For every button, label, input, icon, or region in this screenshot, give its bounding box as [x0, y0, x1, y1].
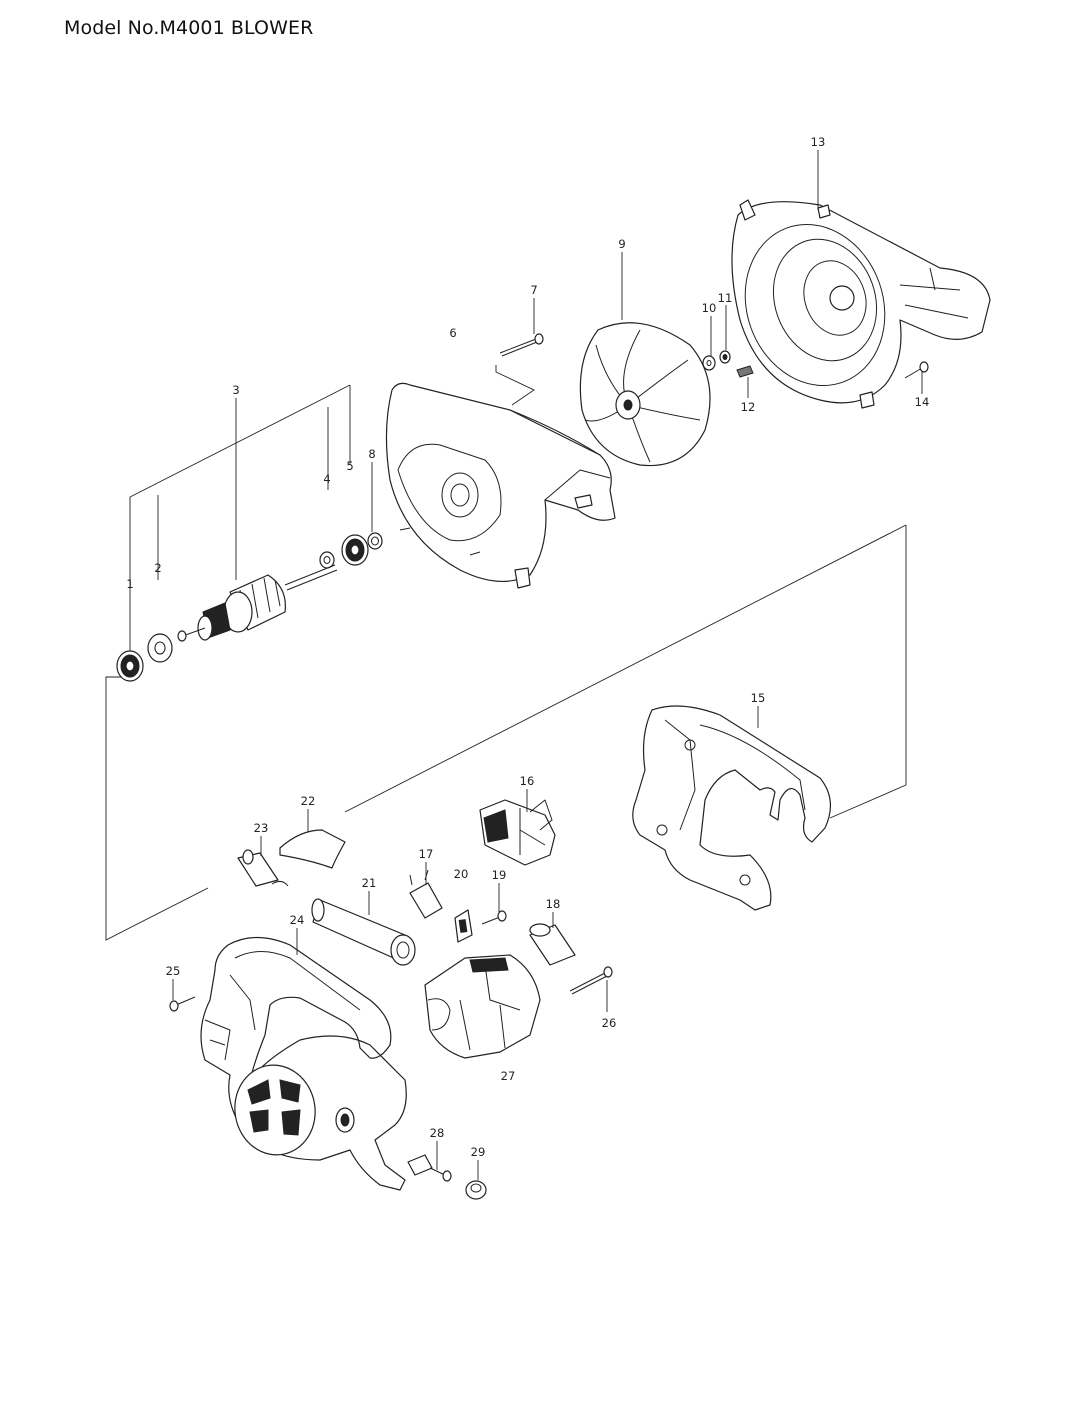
part-5-ball-bearing: [341, 534, 369, 566]
part-14-screw: [904, 361, 929, 379]
label-part-20: 20: [454, 867, 469, 881]
label-part-7: 7: [530, 283, 537, 297]
label-part-26: 26: [602, 1016, 617, 1030]
label-part-8: 8: [368, 447, 375, 461]
label-part-17: 17: [419, 847, 434, 861]
part-26-screw: [569, 966, 613, 995]
label-part-6: 6: [449, 326, 456, 340]
label-part-10: 10: [702, 301, 717, 315]
part-25-screw: [169, 996, 196, 1012]
part-9-fan-impeller: [579, 322, 711, 467]
label-part-2: 2: [154, 561, 161, 575]
label-part-1: 1: [126, 577, 133, 591]
label-part-14: 14: [915, 395, 930, 409]
label-part-18: 18: [546, 897, 561, 911]
part-13-fan-cover: [731, 199, 991, 409]
part-7-screw: [499, 333, 544, 357]
leader-lines: [172, 150, 923, 1180]
label-part-15: 15: [751, 691, 766, 705]
part-23-noise-suppressor: [237, 849, 289, 887]
label-part-5: 5: [346, 459, 353, 473]
label-part-16: 16: [520, 774, 535, 788]
part-15-housing-half: [632, 705, 831, 911]
parts-10-11-12-washer-nut-key: [702, 350, 754, 378]
part-6-fan-housing: [385, 382, 616, 589]
part-2-washer: [147, 633, 173, 663]
label-part-11: 11: [718, 291, 733, 305]
part-29-cap: [465, 1180, 487, 1200]
part-4-washer: [319, 551, 335, 569]
label-part-19: 19: [492, 868, 507, 882]
label-part-27: 27: [501, 1069, 516, 1083]
part-8-retaining-ring: [367, 532, 383, 550]
part-3-armature: [177, 564, 338, 642]
label-part-28: 28: [430, 1126, 445, 1140]
label-part-24: 24: [290, 913, 305, 927]
label-part-4: 4: [323, 472, 330, 486]
label-part-29: 29: [471, 1145, 486, 1159]
part-28-switch-lever: [407, 1154, 452, 1182]
assembly-guide-lines: [105, 365, 907, 941]
part-number-labels: 1 2 3 4 5 6 7 8 9 10 11 12 13 14 15 16 1…: [126, 135, 929, 1159]
part-1-ball-bearing: [116, 650, 144, 682]
part-20-brush-holder: [454, 909, 473, 943]
label-part-9: 9: [618, 237, 625, 251]
page-title: Model No.M4001 BLOWER: [64, 17, 314, 39]
part-19-screw: [481, 910, 507, 925]
label-part-12: 12: [741, 400, 756, 414]
part-24-housing-with-handle: [200, 936, 407, 1191]
label-part-23: 23: [254, 821, 269, 835]
part-27-field-stator: [424, 954, 541, 1059]
label-part-21: 21: [362, 876, 377, 890]
label-part-13: 13: [811, 135, 826, 149]
label-part-22: 22: [301, 794, 316, 808]
part-18-sleeve: [529, 923, 576, 966]
label-part-3: 3: [232, 383, 239, 397]
label-part-25: 25: [166, 964, 181, 978]
part-22-insulation-sheet: [279, 829, 346, 869]
part-16-switch: [479, 799, 556, 866]
part-21-pipe: [311, 898, 416, 966]
part-17-capacitor: [409, 869, 443, 919]
